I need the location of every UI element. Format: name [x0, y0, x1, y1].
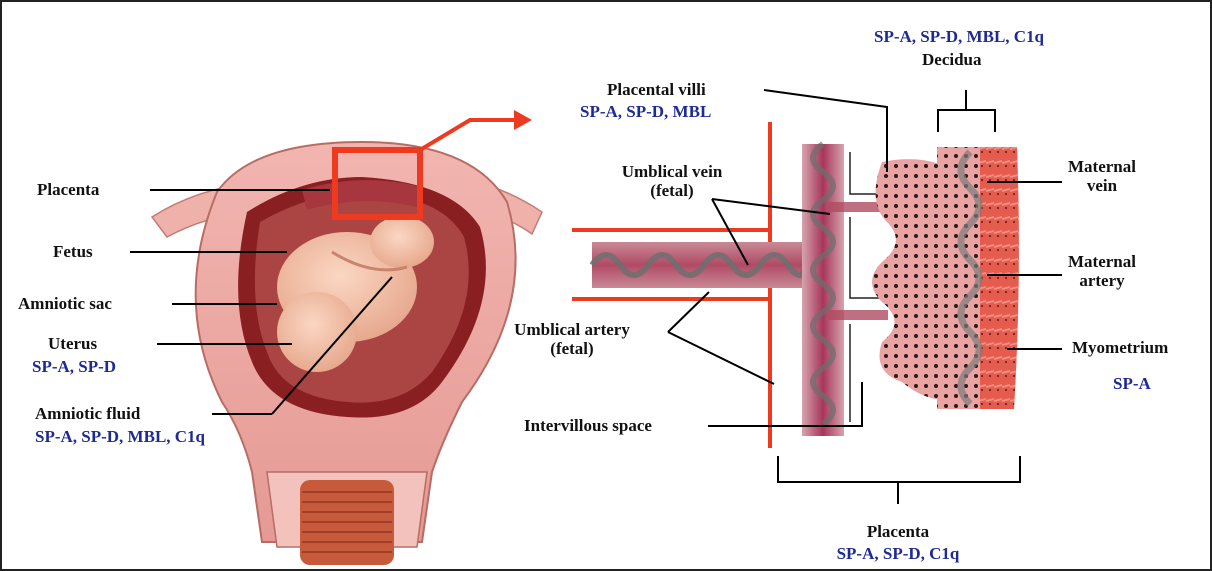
zoom-arrow-head [514, 110, 532, 130]
label-fetus: Fetus [53, 242, 93, 261]
label-decidua-proteins: SP-A, SP-D, MBL, C1q [874, 27, 1044, 46]
label-maternal-vein-line2: vein [1062, 176, 1142, 195]
uterus-illustration [152, 142, 542, 565]
label-maternal-vein-line1: Maternal [1062, 157, 1142, 176]
label-umbilical-vein-line1: Umblical vein [607, 162, 737, 181]
label-placenta-left: Placenta [37, 180, 99, 199]
label-umbilical-artery-line2: (fetal) [492, 339, 652, 358]
zoom-arrow-line [420, 120, 520, 150]
label-maternal-artery-line1: Maternal [1062, 252, 1142, 271]
label-placenta-right-proteins: SP-A, SP-D, C1q [808, 544, 988, 563]
label-intervillous-space: Intervillous space [524, 416, 652, 435]
label-decidua: Decidua [922, 50, 982, 69]
label-umbilical-vein-line2: (fetal) [607, 181, 737, 200]
label-amniotic-fluid: Amniotic fluid [35, 404, 140, 423]
label-uterus: Uterus [48, 334, 97, 353]
label-maternal-vein: Maternal vein [1062, 157, 1142, 195]
label-placental-villi: Placental villi [607, 80, 706, 99]
fetus-legs [370, 216, 434, 268]
label-amniotic-sac: Amniotic sac [18, 294, 112, 313]
label-umbilical-vein: Umblical vein (fetal) [607, 162, 737, 200]
label-myometrium-proteins: SP-A [1113, 374, 1151, 393]
chorionic-vessel [802, 144, 844, 436]
umbilical-vessel [592, 242, 807, 288]
label-placental-villi-proteins: SP-A, SP-D, MBL [580, 102, 711, 121]
label-maternal-artery-line2: artery [1062, 271, 1142, 290]
myometrium-tissue [980, 147, 1019, 409]
label-maternal-artery: Maternal artery [1062, 252, 1142, 290]
label-myometrium: Myometrium [1072, 338, 1168, 357]
label-umbilical-artery: Umblical artery (fetal) [492, 320, 652, 358]
label-umbilical-artery-line1: Umblical artery [492, 320, 652, 339]
label-uterus-proteins: SP-A, SP-D [32, 357, 116, 376]
label-amniotic-fluid-proteins: SP-A, SP-D, MBL, C1q [35, 427, 205, 446]
label-placenta-right: Placenta [838, 522, 958, 541]
